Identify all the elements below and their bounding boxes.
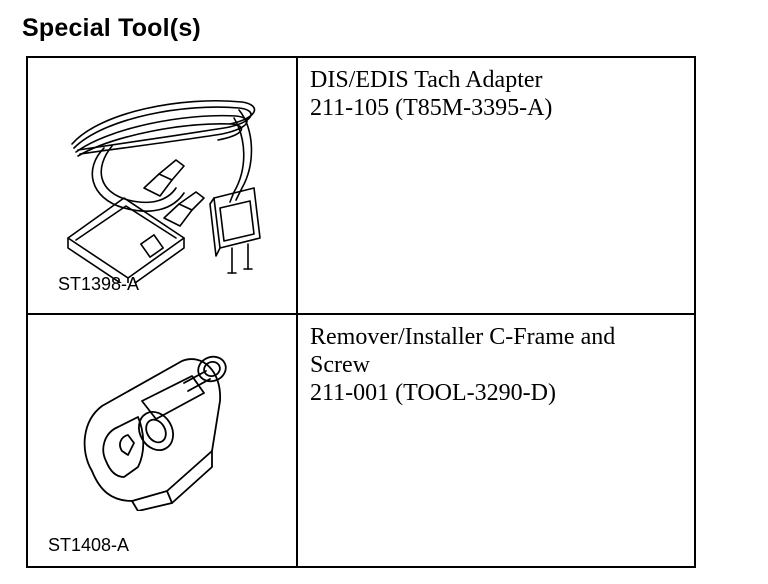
illustration-code: ST1408-A — [48, 535, 130, 555]
tool-description: DIS/EDIS Tach Adapter 211-105 (T85M-3395… — [298, 58, 694, 313]
special-tools-table: ST1398-A DIS/EDIS Tach Adapter 211-105 (… — [26, 56, 696, 568]
c-frame-screw-icon — [83, 355, 227, 511]
illustration-code: ST1398-A — [58, 274, 140, 294]
illustration-cell: ST1408-A — [28, 315, 298, 566]
table-row: ST1408-A Remover/Installer C-Frame and S… — [28, 315, 694, 566]
tool-name-line-2: Screw — [310, 352, 370, 378]
tool-description: Remover/Installer C-Frame and Screw 211-… — [298, 315, 694, 566]
illustration-cell: ST1398-A — [28, 58, 298, 313]
tool-name: DIS/EDIS Tach Adapter — [310, 67, 543, 93]
page-title: Special Tool(s) — [22, 14, 201, 42]
tach-adapter-icon — [67, 99, 261, 283]
table-row: ST1398-A DIS/EDIS Tach Adapter 211-105 (… — [28, 58, 694, 315]
tool-part-number: 211-105 (T85M-3395-A) — [310, 95, 553, 121]
tool-name-line-1: Remover/Installer C-Frame and — [310, 324, 616, 350]
tool-part-number: 211-001 (TOOL-3290-D) — [310, 380, 556, 406]
